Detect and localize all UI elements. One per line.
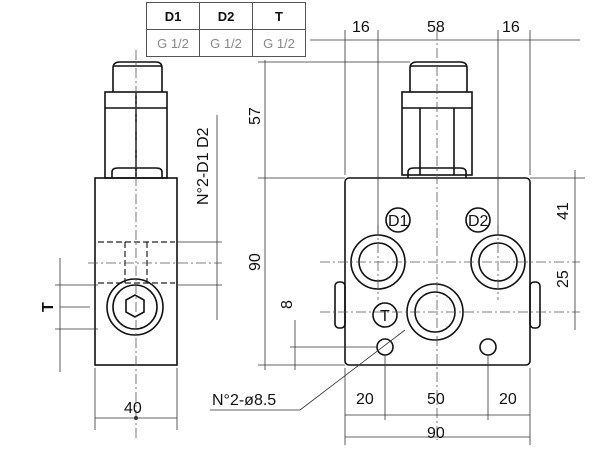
value-t: G 1/2 xyxy=(252,29,306,57)
dim-top-left: 16 xyxy=(352,19,370,36)
side-view: 40 T N°2-D1 D2 xyxy=(40,50,222,440)
dim-left-57: 57 xyxy=(247,107,264,125)
dim-total-width: 90 xyxy=(427,425,445,442)
dim-right-41: 41 xyxy=(555,202,572,220)
side-ports-note: N°2-D1 D2 xyxy=(195,127,212,205)
dim-bottom-right: 20 xyxy=(499,391,517,408)
dim-left-90: 90 xyxy=(247,253,264,271)
holes-note: N°2-ø8.5 xyxy=(212,392,276,409)
dim-top-right: 16 xyxy=(502,19,520,36)
dim-bottom-left: 20 xyxy=(356,391,374,408)
port-d1-label: D1 xyxy=(388,213,409,230)
port-t-label: T xyxy=(380,308,390,325)
value-d2: G 1/2 xyxy=(199,29,253,57)
value-d1: G 1/2 xyxy=(146,29,200,57)
dim-right-25: 25 xyxy=(555,270,572,288)
port-size-table: D1 D2 T G 1/2 G 1/2 G 1/2 xyxy=(146,2,306,57)
front-view: D1 D2 T 16 58 16 41 25 57 90 8 xyxy=(210,19,585,445)
header-d2: D2 xyxy=(199,2,253,30)
dim-side-width: 40 xyxy=(124,400,142,417)
side-t-label: T xyxy=(40,302,57,312)
port-d2-label: D2 xyxy=(468,213,489,230)
dim-bottom-center: 50 xyxy=(427,391,445,408)
dim-offset-8: 8 xyxy=(279,300,296,309)
dim-top-center: 58 xyxy=(427,19,445,36)
header-d1: D1 xyxy=(146,2,200,30)
